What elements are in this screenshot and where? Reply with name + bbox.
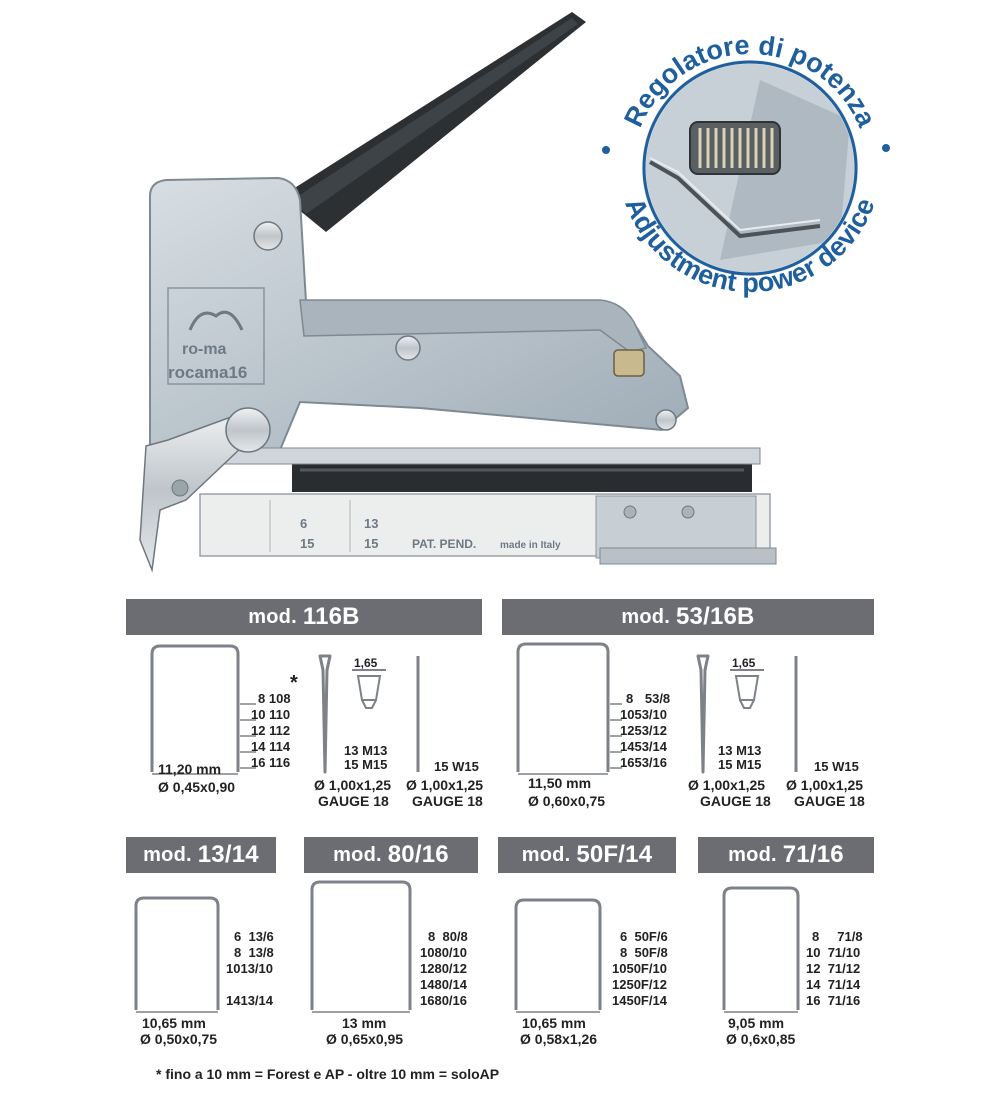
table-row: 12 71/12 bbox=[806, 961, 861, 976]
brad-gauge: GAUGE 18 bbox=[700, 793, 771, 809]
staple-width: 10,65 mm bbox=[142, 1015, 206, 1031]
svg-text:13: 13 bbox=[364, 516, 378, 531]
staple-section: Ø 0,6x0,85 bbox=[726, 1031, 796, 1047]
table-row: 10 110 bbox=[251, 707, 291, 722]
screw-icon bbox=[655, 409, 677, 431]
staple-section: Ø 0,58x1,26 bbox=[520, 1031, 598, 1047]
table-row: 6 50F/6 bbox=[620, 929, 668, 944]
svg-text:15: 15 bbox=[300, 536, 314, 551]
svg-text:PAT. PEND.: PAT. PEND. bbox=[412, 537, 476, 551]
power-adjust-inset: Regolatore di potenza Adjustment power d… bbox=[590, 0, 902, 312]
svg-text:made in Italy: made in Italy bbox=[500, 540, 561, 551]
table-row: 10 71/10 bbox=[806, 945, 861, 960]
brad-head-size: 1,65 bbox=[732, 656, 756, 670]
brad-section: Ø 1,00x1,25 bbox=[314, 777, 392, 793]
table-row: 15 M15 bbox=[344, 757, 388, 772]
header-mod-13-14: mod.13/14 bbox=[126, 837, 276, 873]
brad-section: Ø 1,00x1,25 bbox=[688, 777, 766, 793]
model-text: rocama16 bbox=[168, 363, 247, 382]
staple-1314-shape bbox=[134, 896, 220, 1010]
svg-text:15: 15 bbox=[364, 536, 378, 551]
staple-section: Ø 0,50x0,75 bbox=[140, 1031, 218, 1047]
staple-width: 9,05 mm bbox=[728, 1015, 785, 1031]
header-mod-50f-14: mod.50F/14 bbox=[498, 837, 676, 873]
pin-row: 15 W15 bbox=[814, 759, 859, 774]
star-marker: * bbox=[290, 672, 298, 694]
footnote: * fino a 10 mm = Forest e AP - oltre 10 … bbox=[156, 1066, 500, 1082]
table-row: 8 80/8 bbox=[428, 929, 468, 944]
screw-icon bbox=[253, 221, 283, 251]
table-row: 1250F/12 bbox=[612, 977, 667, 992]
table-row: 1680/16 bbox=[420, 993, 468, 1008]
pin-gauge: GAUGE 18 bbox=[412, 793, 483, 809]
table-row: 1050F/10 bbox=[612, 961, 667, 976]
staple-width: 13 mm bbox=[342, 1015, 387, 1031]
tool-illustration: ro-ma rocama16 6 13 15 15 PAT. PEND. mad… bbox=[139, 12, 777, 573]
inset-drawing: Regolatore di potenza Adjustment power d… bbox=[602, 30, 890, 298]
table-row: 8 71/8 bbox=[812, 929, 863, 944]
pin-gauge: GAUGE 18 bbox=[794, 793, 865, 809]
pin-row: 15 W15 bbox=[434, 759, 479, 774]
table-row: 1653/16 bbox=[620, 755, 668, 770]
brand-text: ro-ma bbox=[182, 341, 227, 358]
staple-section: Ø 0,60x0,75 bbox=[528, 793, 606, 809]
table-row: 1280/12 bbox=[420, 961, 468, 976]
table-row: 1080/10 bbox=[420, 945, 468, 960]
table-row: 15 M15 bbox=[718, 757, 762, 772]
staple-116b-shape bbox=[150, 644, 240, 772]
pin-section: Ø 1,00x1,25 bbox=[786, 777, 864, 793]
staple-section: Ø 0,65x0,95 bbox=[326, 1031, 404, 1047]
header-mod-116b: mod.116B bbox=[126, 599, 482, 635]
table-row: 8 50F/8 bbox=[620, 945, 668, 960]
staple-section: Ø 0,45x0,90 bbox=[158, 779, 236, 795]
brad-gauge: GAUGE 18 bbox=[318, 793, 389, 809]
table-row: 1450F/14 bbox=[612, 993, 667, 1008]
table-row: 1480/14 bbox=[420, 977, 468, 992]
table-row: 6 13/6 bbox=[234, 929, 274, 944]
table-row: 13 M13 bbox=[344, 743, 388, 758]
table-row: 1413/14 bbox=[226, 993, 274, 1008]
staple-7116-shape bbox=[722, 886, 800, 1010]
brad-head-size: 1,65 bbox=[354, 656, 378, 670]
staple-width: 11,50 mm bbox=[528, 775, 592, 791]
staple-50f14-shape bbox=[514, 898, 602, 1010]
staple-5316b-shape bbox=[516, 642, 610, 772]
header-mod-71-16: mod.71/16 bbox=[698, 837, 874, 873]
staple-8016-shape bbox=[310, 880, 412, 1010]
table-row: 1453/14 bbox=[620, 739, 668, 754]
staple-width: 11,20 mm bbox=[158, 761, 222, 777]
stapler-drawing: ro-ma rocama16 6 13 15 15 PAT. PEND. mad… bbox=[139, 12, 777, 573]
screw-icon bbox=[395, 335, 421, 361]
pivot-icon bbox=[225, 407, 271, 453]
table-row: 1253/12 bbox=[620, 723, 668, 738]
table-row: 13 M13 bbox=[718, 743, 762, 758]
table-row: 14 71/14 bbox=[806, 977, 861, 992]
header-mod-53-16b: mod.53/16B bbox=[502, 599, 874, 635]
svg-text:6: 6 bbox=[300, 516, 307, 531]
table-row: 12 112 bbox=[251, 723, 291, 738]
table-row: 16 116 bbox=[251, 755, 291, 770]
table-row: 8 108 bbox=[258, 691, 291, 706]
table-row: 14 114 bbox=[251, 739, 291, 754]
table-row: 1053/10 bbox=[620, 707, 668, 722]
table-row: 8 13/8 bbox=[234, 945, 274, 960]
knob-icon bbox=[613, 349, 645, 377]
table-row: 1013/10 bbox=[226, 961, 274, 976]
front-lever bbox=[139, 409, 263, 573]
table-row: 16 71/16 bbox=[806, 993, 861, 1008]
table-row: 8 53/8 bbox=[626, 691, 671, 706]
header-mod-80-16: mod.80/16 bbox=[304, 837, 478, 873]
pin-section: Ø 1,00x1,25 bbox=[406, 777, 484, 793]
staple-width: 10,65 mm bbox=[522, 1015, 586, 1031]
